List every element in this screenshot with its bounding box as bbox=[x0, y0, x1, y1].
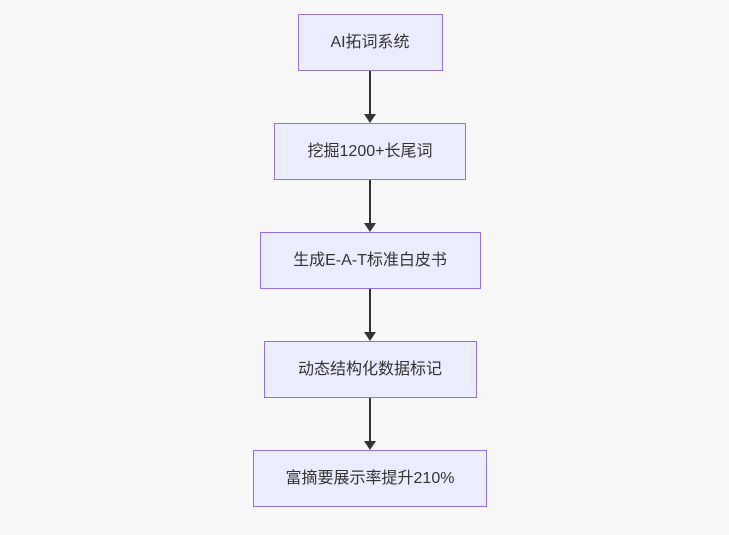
arrow-line bbox=[369, 180, 371, 223]
arrow-line bbox=[369, 398, 371, 441]
flow-arrow-3 bbox=[364, 289, 376, 341]
flow-node-structured-data: 动态结构化数据标记 bbox=[263, 341, 477, 398]
flow-node-longtail-mining: 挖掘1200+长尾词 bbox=[274, 123, 466, 180]
flow-node-ai-keyword-system: AI拓词系统 bbox=[297, 14, 443, 71]
arrow-line bbox=[369, 289, 371, 332]
flowchart: AI拓词系统 挖掘1200+长尾词 生成E-A-T标准白皮书 动态结构化数据标记 bbox=[253, 14, 487, 507]
flow-arrow-4 bbox=[364, 398, 376, 450]
arrow-line bbox=[369, 71, 371, 114]
flow-arrow-2 bbox=[364, 180, 376, 232]
flow-node-label: AI拓词系统 bbox=[330, 33, 410, 51]
flow-node-rich-snippet-rate: 富摘要展示率提升210% bbox=[253, 450, 487, 507]
arrow-head-icon bbox=[364, 332, 376, 341]
arrow-head-icon bbox=[364, 441, 376, 450]
flow-node-label: 挖掘1200+长尾词 bbox=[307, 142, 433, 160]
flow-arrow-1 bbox=[364, 71, 376, 123]
flow-node-label: 生成E-A-T标准白皮书 bbox=[293, 251, 447, 269]
arrow-head-icon bbox=[364, 223, 376, 232]
flow-node-eat-whitepaper: 生成E-A-T标准白皮书 bbox=[259, 232, 481, 289]
flow-node-label: 动态结构化数据标记 bbox=[297, 360, 442, 378]
flow-node-label: 富摘要展示率提升210% bbox=[285, 469, 455, 487]
arrow-head-icon bbox=[364, 114, 376, 123]
